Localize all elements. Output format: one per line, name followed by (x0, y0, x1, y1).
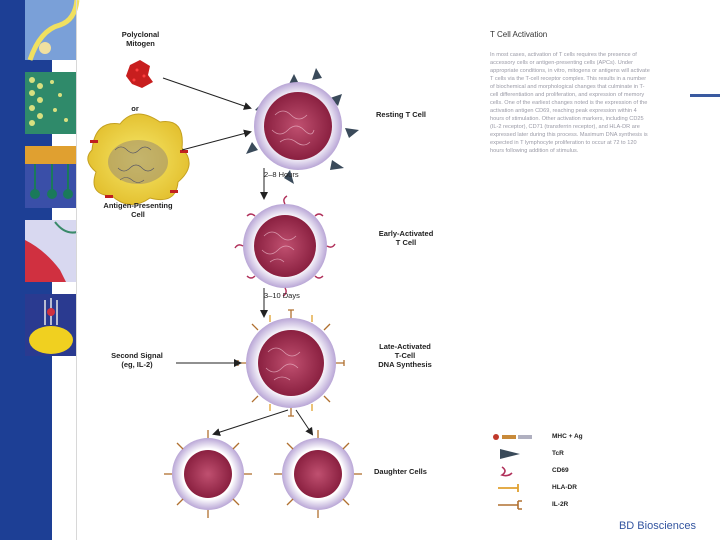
polyclonal-mitogen-label: Polyclonal Mitogen (121, 30, 160, 48)
apc-label: Antigen-Presenting Cell (103, 201, 173, 219)
tcr-icon (500, 449, 520, 459)
legend-label-tcr: TcR (552, 450, 564, 457)
resting-t-cell-label: Resting T Cell (376, 110, 427, 119)
legend-row-il2r: IL-2R (490, 498, 610, 512)
text-panel: T Cell Activation In most cases, activat… (490, 30, 650, 155)
legend-label-hla: HLA-DR (552, 484, 577, 491)
arrow-label-hours: 2–8 Hours (264, 170, 299, 179)
daughter-cells-label: Daughter Cells (374, 467, 427, 476)
legend-row-tcr: TcR (490, 447, 610, 461)
legend-label-il2r: IL-2R (552, 501, 569, 508)
sidebar-tiles (25, 0, 80, 356)
resting-t-cell (246, 68, 359, 184)
daughter-cell-right (274, 430, 362, 518)
sidebar-tile-2 (25, 72, 77, 134)
legend-row-mhc: MHC + Ag (490, 430, 610, 444)
accent-line (690, 94, 720, 97)
sidebar-tile-3 (25, 146, 77, 208)
sidebar-tile-1 (25, 0, 80, 61)
hla-dr-icon (498, 484, 519, 492)
arrows (162, 77, 314, 436)
mitogen-icon (126, 60, 153, 88)
il2r-icon (498, 500, 522, 510)
t-cell-diagram (87, 60, 362, 518)
footer-brand: BD Biosciences (618, 520, 696, 532)
mhc-ag-icon (493, 434, 532, 440)
or-label: or (131, 104, 139, 113)
legend-label-mhc: MHC + Ag (552, 433, 583, 440)
sidebar-tile-5 (25, 294, 77, 356)
divider (76, 0, 77, 540)
second-signal-label: Second Signal (eg, IL-2) (111, 351, 163, 369)
arrow-label-days: 3–10 Days (264, 291, 300, 300)
text-panel-body: In most cases, activation of T cells req… (490, 52, 650, 154)
sidebar-tile-4 (25, 220, 78, 282)
early-activated-t-cell (234, 195, 336, 297)
text-panel-title: T Cell Activation (490, 30, 548, 39)
early-activated-label: Early-Activated T Cell (378, 229, 434, 247)
cd69-icon (500, 466, 513, 477)
legend-row-cd69: CD69 (490, 464, 610, 478)
late-activated-label: Late-Activated T-Cell DNA Synthesis (378, 342, 432, 369)
late-activated-t-cell (237, 309, 345, 417)
legend-row-hla: HLA-DR (490, 481, 610, 495)
apc-cell (87, 113, 190, 205)
daughter-cell-left (164, 430, 252, 518)
legend-label-cd69: CD69 (552, 467, 569, 474)
